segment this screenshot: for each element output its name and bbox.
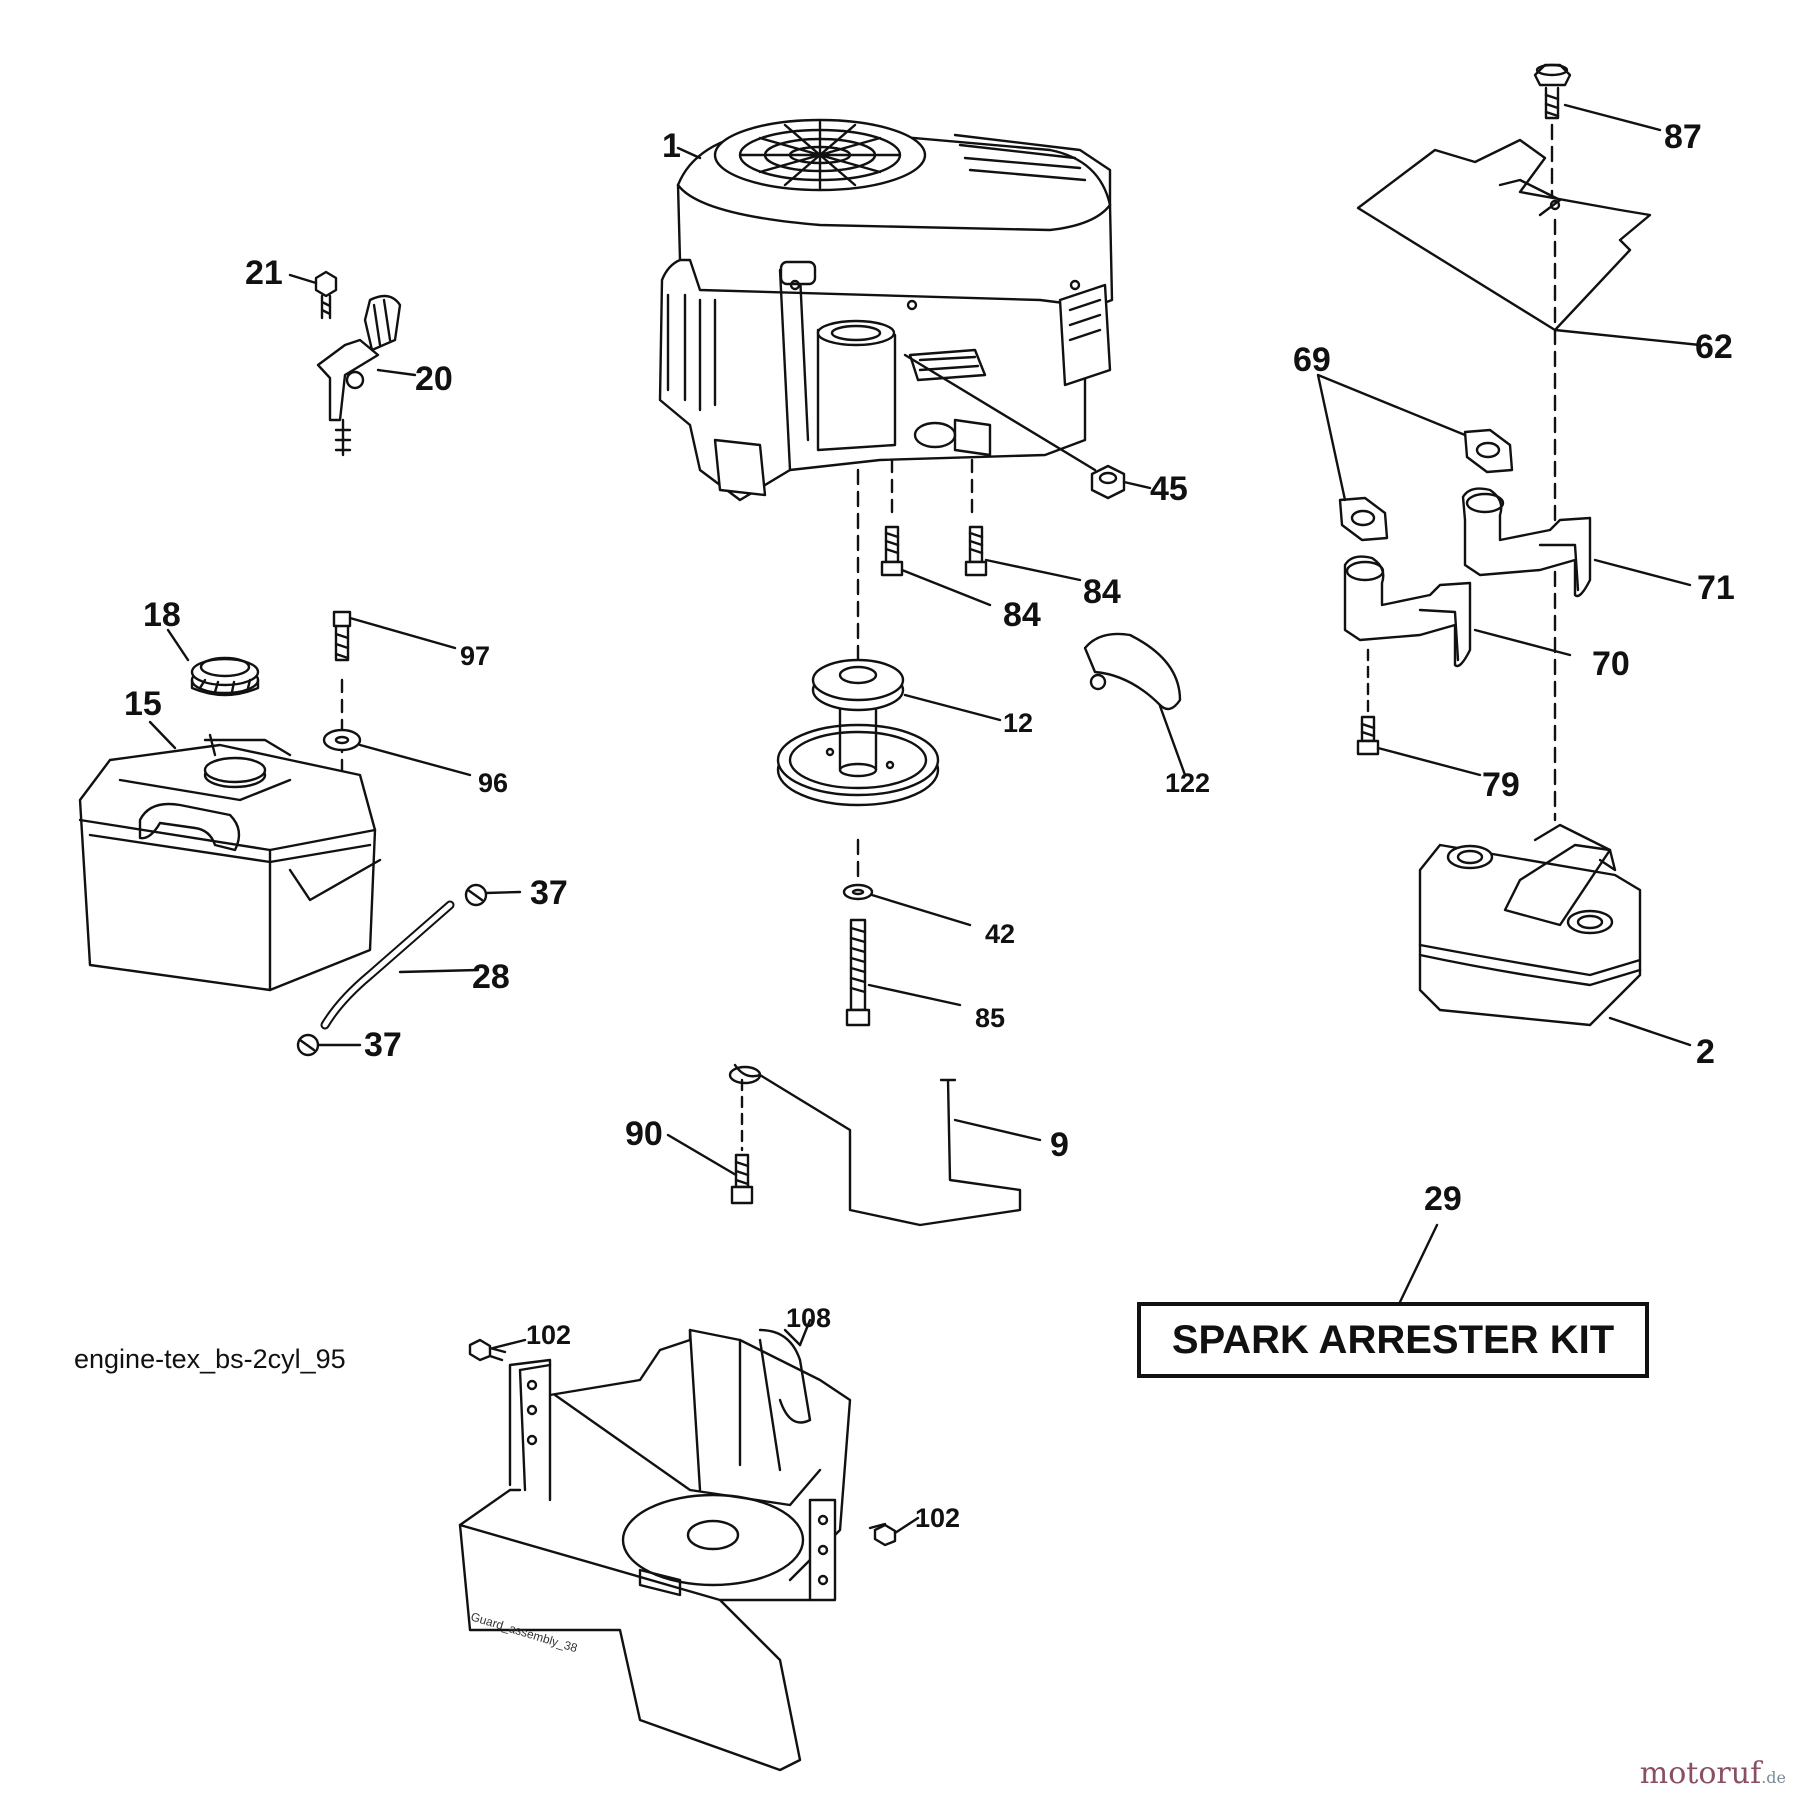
bracket-9 bbox=[728, 1063, 1042, 1227]
pulley-part bbox=[776, 658, 1002, 807]
callout-9: 9 bbox=[1050, 1126, 1069, 1164]
screw-97 bbox=[332, 610, 457, 662]
bolt-84-right bbox=[964, 525, 1082, 582]
callout-62: 62 bbox=[1695, 328, 1733, 366]
bracket-20 bbox=[316, 294, 417, 457]
callout-79: 79 bbox=[1482, 766, 1520, 804]
callout-2: 2 bbox=[1696, 1033, 1715, 1071]
bolt-102-left bbox=[468, 1338, 527, 1362]
callout-29: 29 bbox=[1424, 1180, 1462, 1218]
muffler bbox=[1418, 823, 1692, 1047]
screw-90 bbox=[666, 1078, 754, 1205]
callout-96: 96 bbox=[478, 768, 509, 798]
callout-122: 122 bbox=[1165, 768, 1211, 798]
callout-70: 70 bbox=[1592, 645, 1630, 683]
callout-85: 85 bbox=[975, 1003, 1006, 1033]
spark-arrester-kit-label: SPARK ARRESTER KIT bbox=[1171, 1317, 1615, 1362]
callout-108: 108 bbox=[786, 1303, 832, 1333]
gasket-69-left bbox=[1338, 496, 1389, 542]
fuel-hose bbox=[320, 900, 480, 1030]
callout-90: 90 bbox=[625, 1115, 663, 1153]
watermark-tld: .de bbox=[1761, 1768, 1786, 1787]
callout-18: 18 bbox=[143, 596, 181, 634]
callout-102-right: 102 bbox=[915, 1503, 961, 1533]
callout-69: 69 bbox=[1293, 341, 1331, 379]
bolt-85 bbox=[845, 918, 962, 1027]
exhaust-pipe-70 bbox=[1343, 555, 1572, 668]
callout-37-bottom: 37 bbox=[364, 1026, 402, 1064]
leader-1 bbox=[676, 146, 702, 160]
leader-69 bbox=[1316, 373, 1467, 502]
nut-part bbox=[903, 353, 1152, 500]
washer-42 bbox=[842, 883, 972, 927]
guard-assembly: Guard_assembly_38 bbox=[458, 1318, 852, 1772]
spark-arrester-kit-box: SPARK ARRESTER KIT bbox=[1137, 1302, 1649, 1378]
heat-shield bbox=[1083, 632, 1187, 777]
bolt-84-left bbox=[880, 525, 992, 607]
bolt-102-right bbox=[868, 1516, 920, 1547]
callout-71: 71 bbox=[1697, 569, 1735, 607]
fuel-cap bbox=[166, 628, 260, 697]
callout-20: 20 bbox=[415, 360, 453, 398]
callout-12: 12 bbox=[1003, 708, 1034, 738]
leader-29 bbox=[1398, 1223, 1439, 1304]
callout-45: 45 bbox=[1150, 470, 1188, 508]
engine-part bbox=[658, 118, 1114, 502]
exhaust-pipe-71 bbox=[1461, 487, 1692, 598]
bolt-79 bbox=[1356, 715, 1482, 777]
callout-21: 21 bbox=[245, 254, 283, 292]
callout-37-top: 37 bbox=[530, 874, 568, 912]
callout-87: 87 bbox=[1664, 118, 1702, 156]
callout-97: 97 bbox=[460, 641, 491, 671]
screw-21 bbox=[288, 270, 338, 320]
callout-84-left: 84 bbox=[1003, 596, 1041, 634]
callout-102-left: 102 bbox=[526, 1320, 572, 1350]
callout-1: 1 bbox=[662, 127, 681, 165]
clamp-37-bottom bbox=[296, 1033, 362, 1057]
washer-96 bbox=[322, 728, 472, 777]
bolt-87 bbox=[1533, 63, 1662, 822]
callout-28: 28 bbox=[472, 958, 510, 996]
gasket-69-right bbox=[1463, 428, 1514, 474]
callout-84-right: 84 bbox=[1083, 573, 1121, 611]
watermark-name: motoruf bbox=[1639, 1756, 1762, 1791]
fuel-tank bbox=[78, 720, 382, 992]
clamp-37-top bbox=[464, 883, 522, 907]
diagram-id: engine-tex_bs-2cyl_95 bbox=[74, 1344, 346, 1374]
watermark: motoruf.de bbox=[1640, 1756, 1786, 1791]
callout-15: 15 bbox=[124, 685, 162, 723]
callout-42: 42 bbox=[985, 919, 1016, 949]
muffler-heat-shield bbox=[1356, 138, 1702, 347]
